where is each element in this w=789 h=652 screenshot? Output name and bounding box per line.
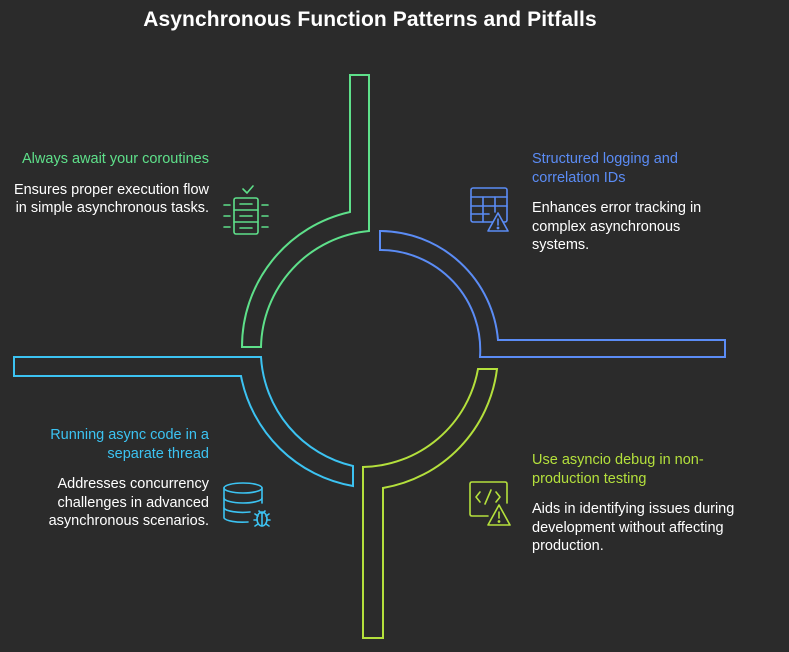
quadrant-description: Addresses concurrency challenges in adva… bbox=[48, 476, 209, 529]
quadrant-heading: Structured logging and correlation IDs bbox=[532, 151, 678, 186]
quadrant-top-left: Always await your coroutines Ensures pro… bbox=[9, 150, 209, 218]
table-warning-icon bbox=[470, 187, 509, 232]
segment-top-right bbox=[379, 229, 726, 358]
quadrant-heading: Use asyncio debug in non-production test… bbox=[532, 452, 704, 487]
segment-top-left bbox=[240, 74, 370, 348]
server-check-icon bbox=[223, 185, 269, 235]
quadrant-heading: Running async code in a separate thread bbox=[50, 427, 209, 462]
quadrant-top-right: Structured logging and correlation IDs E… bbox=[532, 150, 732, 255]
segment-bottom-left bbox=[13, 356, 354, 488]
quadrant-description: Ensures proper execution flow in simple … bbox=[13, 181, 209, 217]
code-warning-icon bbox=[469, 481, 511, 526]
quadrant-description: Aids in identifying issues during develo… bbox=[532, 501, 735, 554]
segment-bottom-right bbox=[362, 368, 499, 639]
quadrant-bottom-left: Running async code in a separate thread … bbox=[9, 426, 209, 531]
quadrant-bottom-right: Use asyncio debug in non-production test… bbox=[532, 451, 752, 556]
page-title: Asynchronous Function Patterns and Pitfa… bbox=[143, 8, 597, 31]
quadrant-heading: Always await your coroutines bbox=[22, 151, 209, 167]
quadrant-description: Enhances error tracking in complex async… bbox=[532, 200, 702, 253]
database-bug-icon bbox=[223, 482, 271, 527]
